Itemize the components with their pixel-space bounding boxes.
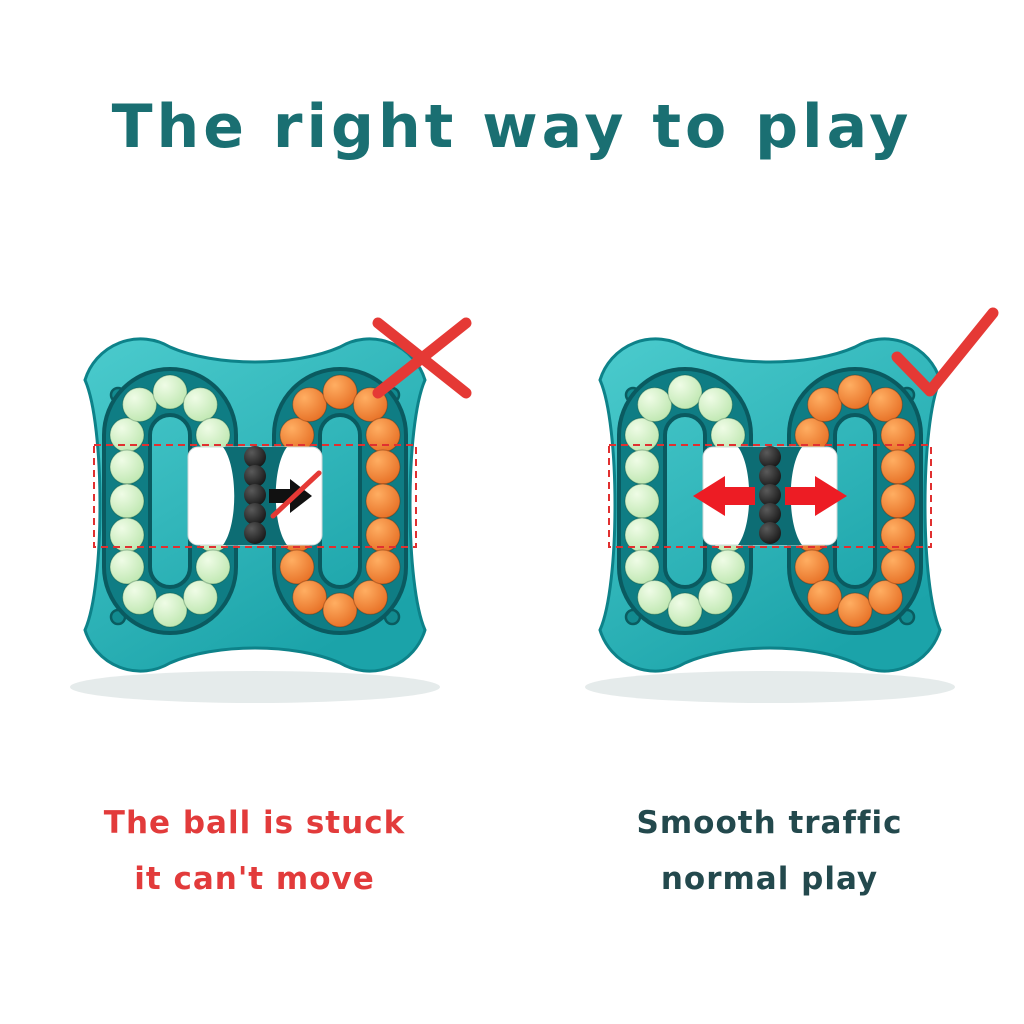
- black-bead-column: [758, 446, 781, 544]
- cross-mark-icon: [372, 317, 471, 399]
- toy-shadow: [584, 671, 955, 703]
- toy-shadow: [69, 671, 440, 703]
- caption-correct: Smooth traffic normal play: [535, 795, 1005, 907]
- toy-wrong-example: [20, 295, 490, 715]
- toy-row: [0, 295, 1024, 715]
- focus-dashed-box: [607, 444, 932, 548]
- stuck-arrow-icon: [268, 479, 312, 513]
- caption-correct-line1: Smooth traffic: [636, 805, 903, 841]
- caption-wrong-line1: The ball is stuck: [103, 805, 406, 841]
- center-mechanism: [692, 446, 847, 546]
- check-mark-icon: [891, 307, 998, 397]
- toy-wrong-illustration: [69, 317, 471, 703]
- focus-dashed-box: [92, 444, 417, 548]
- caption-wrong: The ball is stuck it can't move: [20, 795, 490, 907]
- move-right-arrow-icon: [784, 476, 847, 516]
- blocked-slash-icon: [270, 470, 321, 519]
- black-bead-column: [243, 446, 266, 544]
- center-mechanism: [187, 446, 322, 546]
- caption-row: The ball is stuck it can't move Smooth t…: [0, 795, 1024, 907]
- move-left-arrow-icon: [692, 476, 755, 516]
- page-title: The right way to play: [111, 92, 913, 162]
- caption-wrong-line2: it can't move: [134, 861, 375, 897]
- toy-correct-example: [535, 295, 1005, 715]
- toy-correct-illustration: [584, 307, 998, 703]
- caption-correct-line2: normal play: [660, 861, 879, 897]
